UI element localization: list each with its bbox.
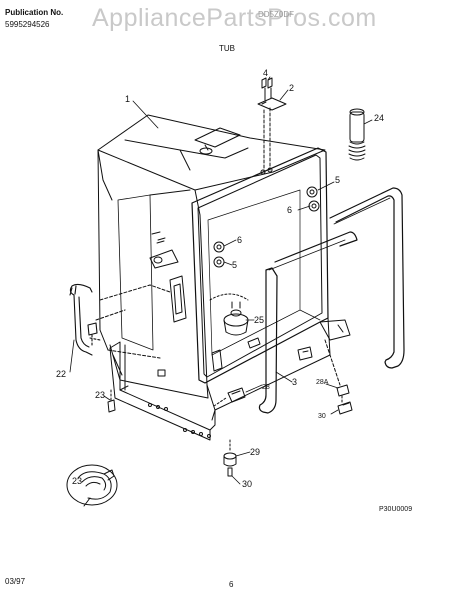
footer-date: 03/97 [5, 577, 26, 586]
callout-30-bottom: 30 [242, 479, 252, 489]
model-number: DD5Z0DF [258, 10, 295, 19]
gasket-part-3 [258, 187, 405, 414]
figure-code: P30U0009 [379, 506, 412, 513]
callout-25: 25 [254, 315, 264, 325]
leveling-leg-part-29 [223, 439, 237, 477]
publication-number: 5995294526 [5, 20, 50, 29]
publication-label: Publication No. [5, 8, 64, 17]
nut-assembly-upper-right [306, 186, 320, 212]
section-title: TUB [219, 44, 235, 53]
callout-23-inset: 23 [72, 476, 82, 486]
callout-24: 24 [374, 113, 384, 123]
callout-28: 28 [262, 384, 270, 391]
callout-5-middle: 5 [232, 260, 237, 270]
footer-page-number: 6 [229, 580, 234, 589]
nut-assembly-middle-left [213, 241, 225, 268]
left-wall-bracket [149, 231, 223, 372]
leader-lines [69, 76, 373, 485]
site-watermark: AppliancePartsPros.com [92, 4, 377, 32]
clip-part-28 [213, 387, 246, 407]
callout-5-upper: 5 [335, 175, 340, 185]
callout-6-middle: 6 [237, 235, 242, 245]
hose-part-22 [69, 283, 126, 356]
callout-30-right: 30 [318, 413, 326, 420]
bracket-part-2 [257, 77, 287, 173]
callout-1: 1 [125, 94, 130, 104]
clip-part-28a [324, 339, 353, 415]
callout-22: 22 [56, 369, 66, 379]
callout-labels: 1 2 3 4 5 5 6 6 22 23 23 24 25 28 28A 29… [56, 68, 412, 513]
inset-hose-clamp [66, 464, 118, 507]
tub-part-1 [97, 114, 351, 438]
coil-part-24 [348, 108, 366, 161]
callout-28a: 28A [316, 379, 329, 386]
callout-3: 3 [292, 377, 297, 387]
clip-part-23 [107, 389, 116, 413]
sump-part-25 [209, 293, 261, 349]
callout-29: 29 [250, 447, 260, 457]
callout-6-upper: 6 [287, 205, 292, 215]
callout-4: 4 [263, 68, 268, 78]
base-frame [109, 341, 216, 441]
callout-2: 2 [289, 83, 294, 93]
callout-23-lower: 23 [95, 390, 105, 400]
